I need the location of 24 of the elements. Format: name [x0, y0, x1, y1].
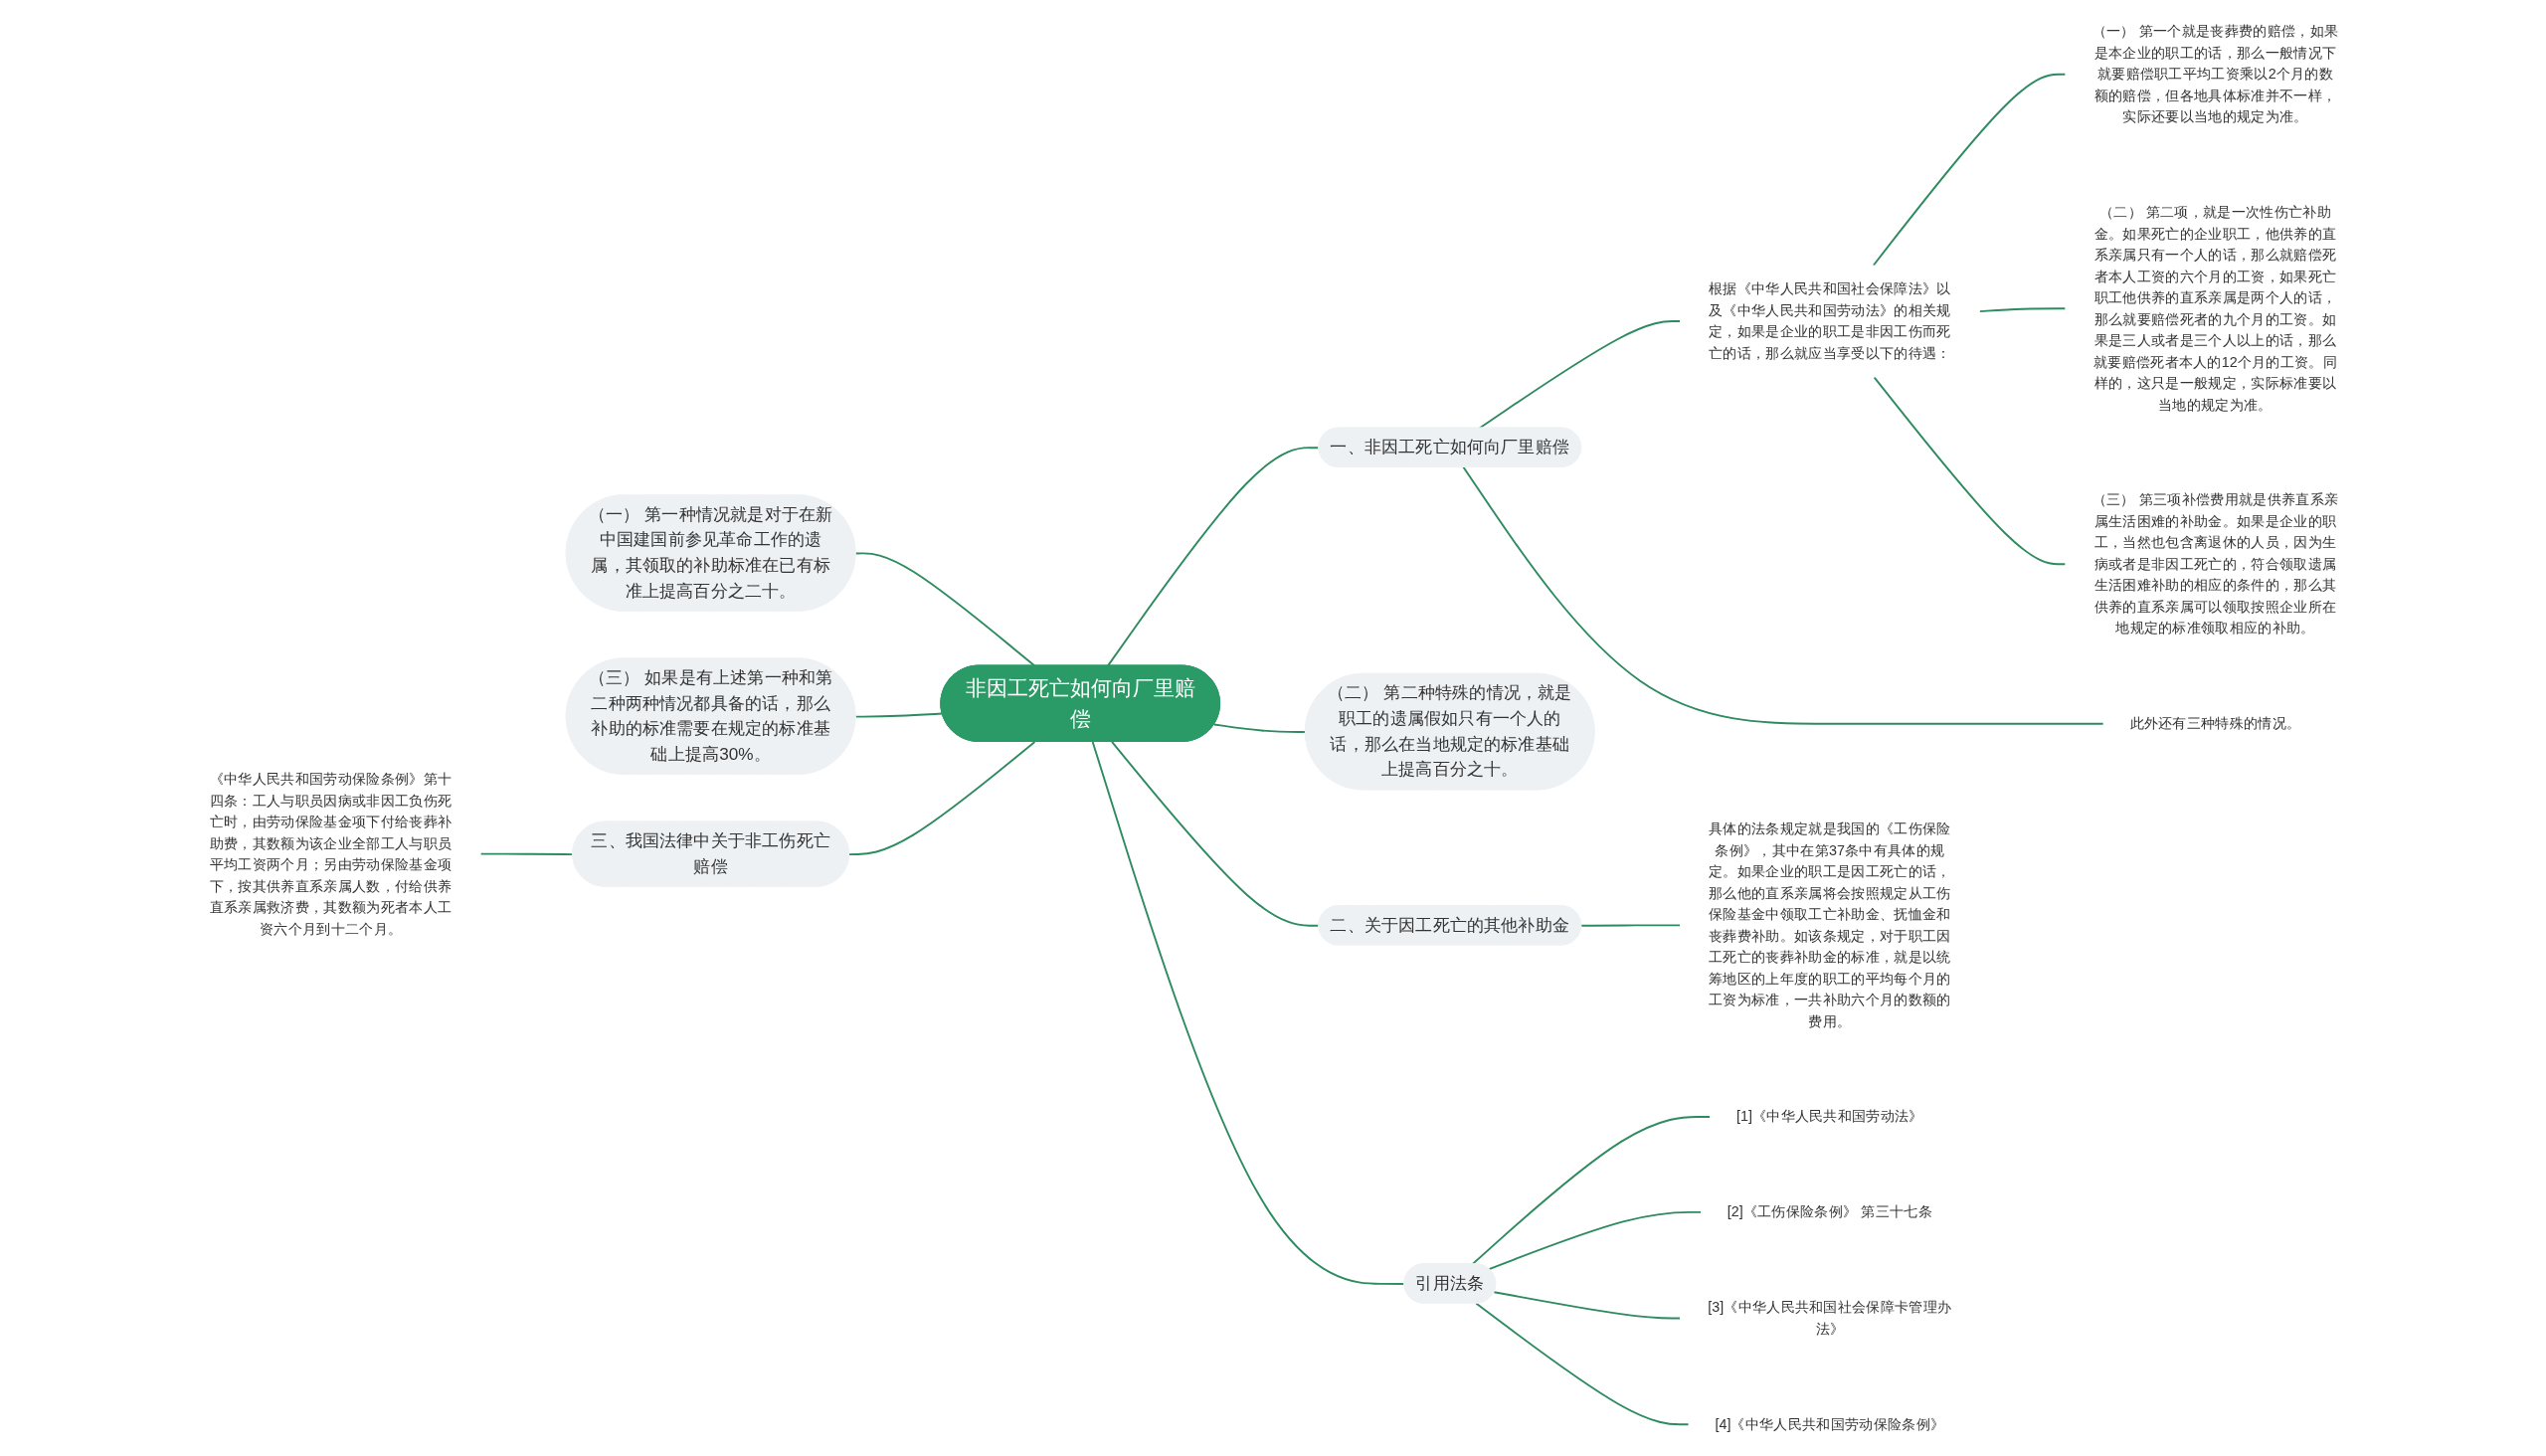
connector [1212, 723, 1307, 733]
connector [1873, 376, 2067, 566]
connector [854, 552, 1036, 667]
node-text: [3]《中华人民共和国社会保障卡管理办法》 [1708, 1299, 1952, 1337]
connector [1478, 320, 1681, 430]
node-text: 《中华人民共和国劳动保险条例》第十四条：工人与职员因病或非因工负伤死亡时，由劳动保险基金项下付给丧葬补助费，其数额为该企业全部工人与职员平均工资两个月；另由劳动保险基金项下，按其供养直系亲属人数，付给供养直系亲属救济费，其数额为死者本人工资六个月到十二个月。 [209, 770, 453, 937]
connector [1488, 1210, 1703, 1271]
node-text: [1]《中华人民共和国劳动法》 [1735, 1108, 1923, 1125]
connector [854, 712, 944, 718]
node-text: （三） 第三项补偿费用就是供养直系亲属生活困难的补助金。如果是企业的职工，当然也包含离退休的人员，因为生病或者是非因工死亡的，符合领取遗属生活困难补助的相应的条件的，那么其供养的直系亲属可以领取按照企业所在地规定的标准领取相应的补助。 [2091, 491, 2339, 637]
node-text: 此外还有三种特殊的情况。 [2129, 714, 2301, 732]
node-text: （二） 第二项，就是一次性伤亡补助金。如果死亡的企业职工，他供养的直系亲属只有一个人的话，那么就赔偿死者本人工资的六个月的工资，如果死亡职工他供养的直系亲属是两个人的话，那么就要赔偿死者的九个月的工资。如果是三人或者是三个人以上的话，那么就要赔偿死者本人的12个月的工资。同样的，这只是一般规定，实际标准要以当地的规定为准。 [2092, 203, 2337, 413]
node-text: （一） 第一个就是丧葬费的赔偿，如果是本企业的职工的话，那么一般情况下就要赔偿职工平均工资乘以2个月的数额的赔偿，但各地具体标准并不一样，实际还要以当地的规定为准。 [2091, 22, 2339, 125]
connector [1872, 73, 2067, 267]
node-text: 根据《中华人民共和国社会保障法》以及《中华人民共和国劳动法》的相关规定，如果是企业的职工是非因工伤而死亡的话，那么就应当享受以下的待遇： [1709, 279, 1951, 361]
node-text: 具体的法条规定就是我国的《工伤保险条例》，其中在第37条中有具体的规定。如果企业的职工是因工死亡的话，那么他的直系亲属将会按照规定从工伤保险基金中领取工亡补助金、抚恤金和丧葬费补助。如该条规定，对于职工因工死亡的丧葬补助金的标准，就是以统筹地区的上年度的职工的平均每个月的工资为标准，一共补助六个月的数额的费用。 [1709, 819, 1951, 1029]
node-text: [4]《中华人民共和国劳动保险条例》 [1715, 1415, 1945, 1432]
connector [1462, 465, 2104, 725]
node-text: [2]《工伤保险条例》 第三十七条 [1727, 1203, 1932, 1220]
connector [1580, 924, 1681, 927]
connector [1475, 1302, 1690, 1426]
connector [1493, 1291, 1681, 1320]
connector [1978, 307, 2067, 313]
connector [848, 741, 1036, 856]
